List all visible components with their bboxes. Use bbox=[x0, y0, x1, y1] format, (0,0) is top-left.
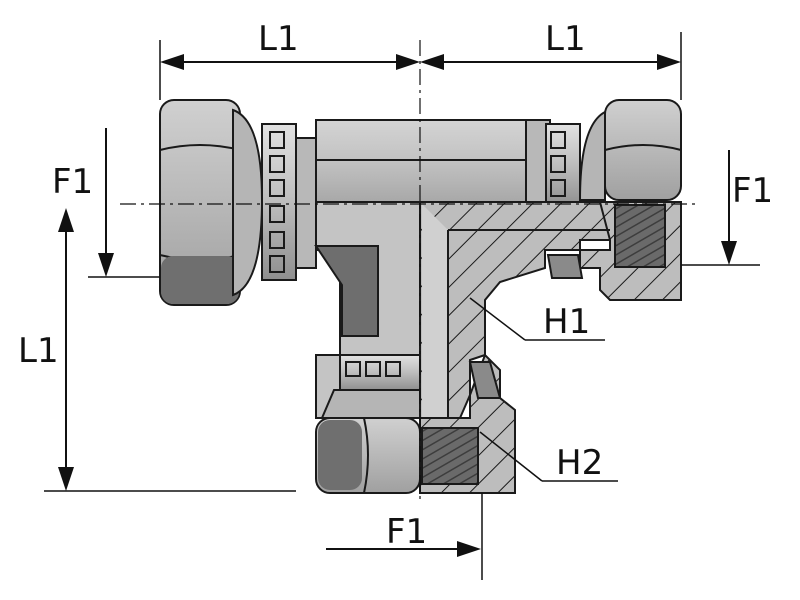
dimension-label-l1-top-right: L1 bbox=[545, 19, 586, 59]
callout-label-h1: H1 bbox=[543, 302, 590, 342]
thread-callout-bottom: F1 bbox=[326, 493, 483, 580]
dimension-top-right: L1 bbox=[420, 19, 682, 100]
thread-label-f1-right: F1 bbox=[732, 171, 773, 211]
callout-h2: H2 bbox=[479, 431, 618, 483]
right-swivel-nut bbox=[525, 99, 682, 207]
thread-callout-right: F1 bbox=[681, 150, 773, 266]
thread-callout-left: F1 bbox=[52, 128, 160, 278]
left-swivel-nut bbox=[159, 99, 264, 306]
dimension-label-l1-left: L1 bbox=[18, 331, 59, 371]
callout-h1: H1 bbox=[469, 297, 605, 342]
thread-label-f1-bottom: F1 bbox=[386, 512, 427, 552]
left-o-ring-collar bbox=[261, 123, 297, 281]
left-stem bbox=[295, 137, 317, 269]
lower-o-ring-collar bbox=[320, 354, 421, 419]
thread-label-f1-left: F1 bbox=[52, 162, 93, 202]
lower-swivel-nut bbox=[315, 353, 516, 494]
dimension-left-vertical: L1 bbox=[18, 208, 296, 492]
callout-label-h2: H2 bbox=[556, 443, 603, 483]
sectioned-body bbox=[419, 201, 682, 419]
dimension-label-l1-top-left: L1 bbox=[258, 19, 299, 59]
dimension-top-left: L1 bbox=[159, 19, 420, 100]
